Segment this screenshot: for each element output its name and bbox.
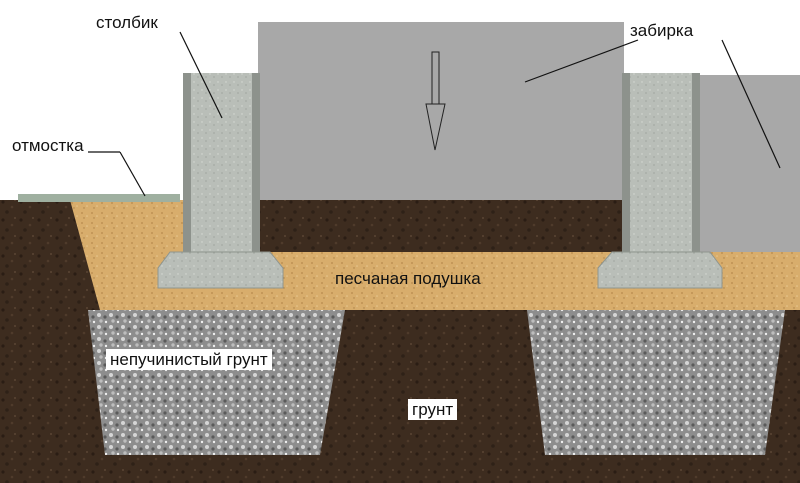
footing-left <box>157 251 284 289</box>
gravel-trench-left <box>88 310 345 455</box>
label-non-heaving-soil: непучинистый грунт <box>106 349 272 370</box>
arrow-down-icon <box>425 51 446 151</box>
leader-panel-right <box>721 39 781 169</box>
fence-panel-right <box>700 75 800 252</box>
post-left <box>183 73 260 253</box>
post-right <box>622 73 700 253</box>
leader-panel-main <box>524 39 639 83</box>
label-post: столбик <box>96 13 158 32</box>
blind-area-slab <box>18 194 180 202</box>
gravel-trench-right <box>527 310 785 455</box>
leader-post <box>179 31 223 119</box>
label-panel: забирка <box>630 21 694 40</box>
label-soil: грунт <box>408 399 458 420</box>
footing-right <box>597 251 723 289</box>
leader-blind-area-2 <box>119 151 146 197</box>
label-blind-area: отмостка <box>12 136 84 155</box>
label-sand-cushion: песчаная подушка <box>335 269 481 288</box>
